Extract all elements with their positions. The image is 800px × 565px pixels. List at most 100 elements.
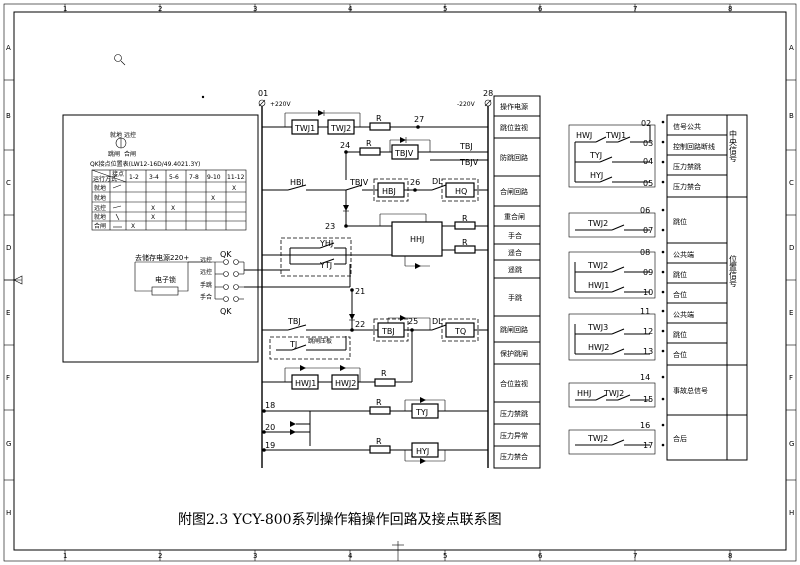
row-twj-supervision — [262, 110, 488, 135]
svg-text:合位: 合位 — [673, 350, 687, 359]
comp-r3: R — [462, 214, 468, 223]
row-label: D — [789, 244, 794, 252]
svg-text:07: 07 — [643, 226, 653, 235]
svg-text:跳位监视: 跳位监视 — [500, 123, 528, 132]
comp-hwj1: HWJ1 — [295, 379, 316, 388]
row-mode: 合闸 — [94, 222, 106, 230]
node-22: 22 — [355, 320, 365, 329]
svg-text:13: 13 — [643, 347, 653, 356]
svg-text:压力禁合: 压力禁合 — [673, 182, 701, 191]
node-28: 28 — [483, 89, 493, 98]
mark: X — [171, 205, 175, 212]
svg-text:公共端: 公共端 — [673, 310, 694, 319]
row-mode: 远控 — [94, 204, 106, 212]
row-label: C — [789, 179, 794, 187]
switch-label: 跳闸 — [108, 150, 120, 158]
row-label: G — [789, 440, 794, 448]
center-markers — [4, 275, 404, 561]
node-19: 19 — [265, 441, 275, 450]
row-mode: 就地 — [94, 194, 106, 202]
row-label: F — [789, 374, 793, 382]
node-23: 23 — [325, 222, 335, 231]
switch-label: 合闸 — [124, 150, 136, 158]
contact-twj2c: TWJ2 — [603, 389, 624, 398]
col-label: 6 — [538, 552, 543, 560]
svg-text:遥跳: 遥跳 — [508, 265, 522, 274]
th: 7-8 — [189, 174, 199, 181]
comp-tbj: TBJ — [459, 142, 473, 151]
minus-220v: -220V — [457, 101, 476, 108]
svg-text:手合: 手合 — [200, 293, 212, 301]
svg-text:17: 17 — [643, 441, 653, 450]
svg-text:远控: 远控 — [200, 268, 212, 276]
svg-text:压力禁跳: 压力禁跳 — [500, 409, 528, 418]
node-24: 24 — [340, 141, 350, 150]
column-ticks — [4, 4, 796, 561]
row-label: A — [6, 44, 11, 52]
row-label: H — [789, 509, 794, 517]
row-anti-jump — [344, 137, 488, 180]
contact-hwj: HWJ — [576, 131, 592, 140]
qk-position-table — [91, 169, 247, 231]
col-label: 4 — [348, 552, 353, 560]
comp-r6: R — [376, 398, 382, 407]
mark: X — [131, 223, 135, 230]
comp-yaban: 跳闸压板 — [308, 337, 332, 345]
svg-text:16: 16 — [640, 421, 650, 430]
row-label: G — [6, 440, 11, 448]
group-position: 位置信号 — [729, 254, 738, 288]
group-central: 中央信号 — [729, 129, 738, 163]
comp-twj2: TWJ2 — [330, 124, 351, 133]
contact-twj2b: TWJ2 — [587, 261, 608, 270]
signal-labels: 信号公共 控制回路断线 压力禁跳 压力禁合 跳位 公共端 跳位 合位 公共端 跳… — [673, 122, 715, 443]
col-label: 3 — [253, 5, 257, 13]
mark: X — [151, 205, 155, 212]
contact-tyj: TYJ — [589, 151, 602, 160]
comp-hwj2: HWJ2 — [335, 379, 356, 388]
qk-positions: 远控 远控 手跳 手合 — [200, 256, 212, 301]
comp-tbj3: TBJ — [381, 327, 395, 336]
svg-text:12: 12 — [643, 327, 653, 336]
minus-bus — [484, 99, 492, 468]
th: 接点 — [112, 170, 124, 178]
svg-text:保护跳闸: 保护跳闸 — [500, 349, 528, 358]
svg-text:压力禁跳: 压力禁跳 — [673, 162, 701, 171]
comp-dl: DL — [432, 177, 443, 186]
col-label: 6 — [538, 5, 543, 13]
col-label: 1 — [63, 5, 67, 13]
svg-text:14: 14 — [640, 373, 650, 382]
col-label: 5 — [443, 5, 447, 13]
svg-text:05: 05 — [643, 179, 653, 188]
svg-text:公共端: 公共端 — [673, 250, 694, 259]
comp-tbjv2: TBJV — [459, 158, 479, 167]
svg-text:合后: 合后 — [673, 434, 687, 443]
svg-text:跳闸回路: 跳闸回路 — [500, 325, 528, 334]
col-label: 8 — [728, 5, 732, 13]
svg-text:合位: 合位 — [673, 290, 687, 299]
col-label: 1 — [63, 552, 67, 560]
node-27: 27 — [414, 115, 424, 124]
row-labels: A B C D E F G H A B C D E F G H — [6, 44, 794, 517]
node-21: 21 — [355, 287, 365, 296]
col-label: 7 — [633, 5, 637, 13]
comp-hq: HQ — [455, 187, 467, 196]
contact-twj2d: TWJ2 — [587, 434, 608, 443]
contact-hwj1: HWJ1 — [588, 281, 609, 290]
qk-contacts — [188, 259, 245, 302]
row-label: B — [789, 112, 794, 120]
svg-text:操作电源: 操作电源 — [500, 102, 528, 111]
comp-hbj: HBJ — [290, 178, 304, 187]
contact-twj2a: TWJ2 — [587, 219, 608, 228]
svg-text:防跳回路: 防跳回路 — [500, 153, 528, 162]
column-labels: 1 2 3 4 5 6 7 8 1 2 3 4 5 6 7 8 — [63, 5, 732, 560]
svg-text:压力异常: 压力异常 — [500, 431, 528, 440]
comp-r: R — [376, 114, 382, 123]
th: 5-6 — [169, 174, 179, 181]
col-label: 3 — [253, 552, 257, 560]
comp-tj: TJ — [289, 340, 297, 349]
contact-hhj: HHJ — [577, 389, 591, 398]
th: 运行方式 — [93, 175, 117, 183]
svg-text:10: 10 — [643, 288, 653, 297]
plus-220v: +220V — [270, 101, 291, 108]
